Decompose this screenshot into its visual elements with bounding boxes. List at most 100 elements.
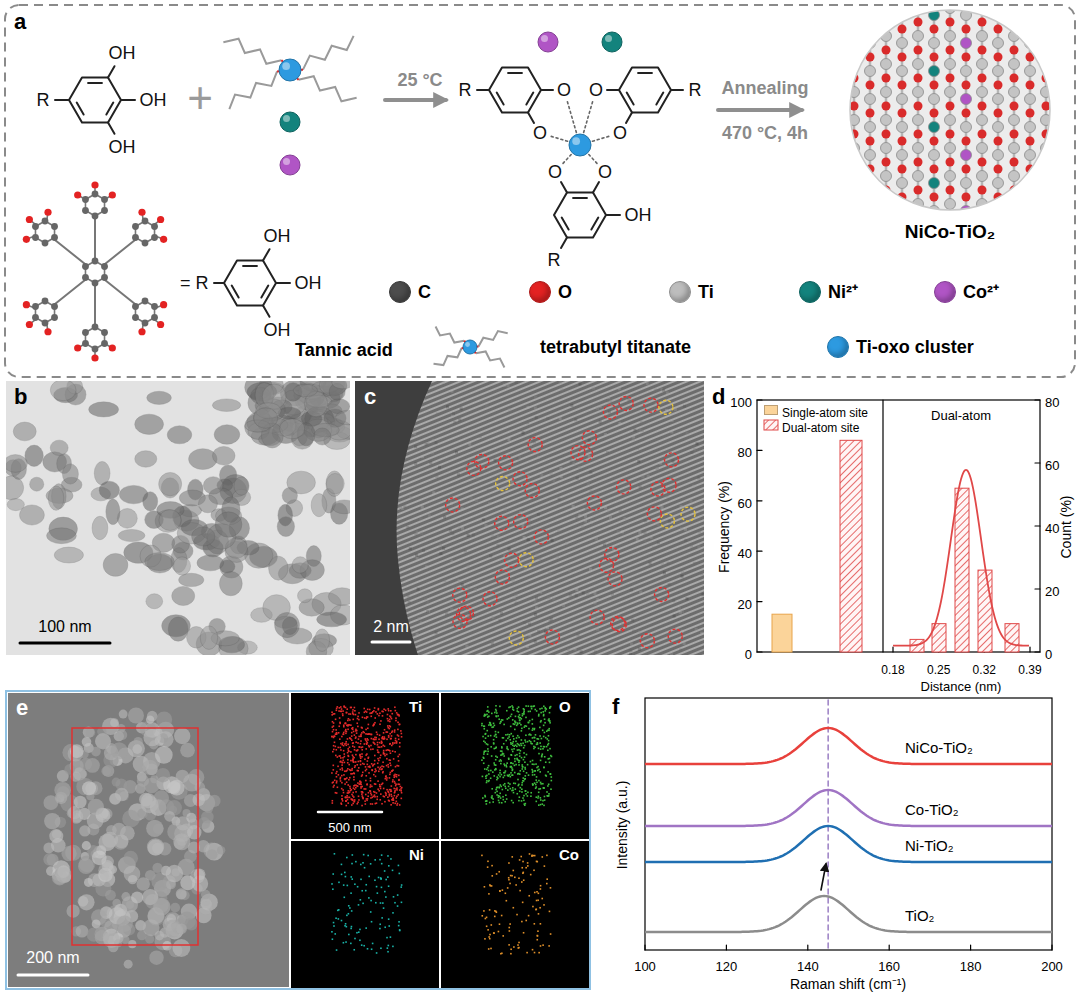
eds-dot xyxy=(337,756,339,758)
sem-grain xyxy=(172,939,190,957)
lattice-oxygen xyxy=(1026,81,1035,90)
image-noise xyxy=(435,631,438,634)
image-noise xyxy=(596,598,599,601)
sem-grain xyxy=(147,838,164,855)
tem-particles xyxy=(6,381,350,655)
eds-dot xyxy=(380,767,382,769)
eds-dot xyxy=(354,749,356,751)
image-noise xyxy=(700,632,703,635)
eds-dot xyxy=(361,805,363,807)
nanoparticle xyxy=(328,588,350,606)
sem-grain xyxy=(100,872,109,881)
image-noise xyxy=(461,527,464,530)
lattice-metal xyxy=(1025,38,1036,49)
eds-dot xyxy=(396,742,398,744)
single-bond xyxy=(214,282,224,284)
image-noise xyxy=(596,407,599,410)
sem-grain xyxy=(86,728,95,737)
image-noise xyxy=(421,506,424,509)
eds-dot xyxy=(389,715,391,717)
nanoparticle xyxy=(146,594,163,609)
image-noise xyxy=(672,460,675,463)
lattice-oxygen xyxy=(1010,214,1019,223)
image-noise xyxy=(512,579,515,582)
image-noise xyxy=(537,456,540,459)
image-noise xyxy=(534,613,537,616)
lattice-metal xyxy=(1041,87,1052,98)
eds-dot xyxy=(390,710,392,712)
eds-dot xyxy=(338,774,340,776)
eds-dot xyxy=(333,729,335,731)
sem-grain xyxy=(102,832,118,848)
eds-dot xyxy=(364,743,366,745)
eds-dot xyxy=(378,771,380,773)
ni-ion-shine xyxy=(283,115,290,122)
image-noise xyxy=(527,549,530,552)
eds-dot xyxy=(379,784,381,786)
oxygen-atom xyxy=(157,321,164,328)
image-noise xyxy=(584,519,587,522)
image-noise xyxy=(679,611,682,614)
sem-grain xyxy=(154,898,169,913)
lattice-oxygen xyxy=(882,130,891,139)
lattice-metal xyxy=(865,66,876,77)
eds-dot xyxy=(339,761,341,763)
eds-dot xyxy=(393,758,395,760)
image-noise xyxy=(458,418,461,421)
eds-dot xyxy=(379,723,381,725)
eds-dot xyxy=(357,718,359,720)
image-noise xyxy=(578,514,581,517)
lattice-oxygen xyxy=(930,53,939,62)
eds-dot xyxy=(365,794,367,796)
image-noise xyxy=(420,621,423,624)
nanoparticle xyxy=(48,486,64,510)
image-noise xyxy=(606,399,609,402)
image-noise xyxy=(581,525,584,528)
lattice-oxygen xyxy=(962,25,971,34)
image-noise xyxy=(562,604,565,607)
image-noise xyxy=(618,387,621,390)
eds-dot xyxy=(387,714,389,716)
sem-grain xyxy=(110,718,119,727)
image-noise xyxy=(485,404,488,407)
image-noise xyxy=(449,529,452,532)
eds-dot xyxy=(383,766,385,768)
sem-grain xyxy=(176,923,187,934)
eds-dot xyxy=(335,746,337,748)
eds-dot xyxy=(352,729,354,731)
eds-dot xyxy=(333,786,335,788)
eds-dot xyxy=(354,799,356,801)
image-noise xyxy=(574,418,577,421)
lattice-metal xyxy=(945,31,956,42)
eds-dot xyxy=(369,709,371,711)
eds-dot xyxy=(345,800,347,802)
image-noise xyxy=(647,475,650,478)
image-noise xyxy=(529,436,532,439)
dual-atom-marker xyxy=(662,478,676,492)
eds-dot xyxy=(399,804,401,806)
image-noise xyxy=(661,562,664,565)
tick-mark xyxy=(1035,525,1040,526)
eds-dot xyxy=(366,783,368,785)
lattice-oxygen xyxy=(914,158,923,167)
single-bond xyxy=(593,182,599,192)
nanoparticle xyxy=(159,472,182,495)
carbon-atom xyxy=(82,340,89,347)
lattice-metal xyxy=(961,150,972,161)
eds-dot xyxy=(354,746,356,748)
eds-dot xyxy=(370,715,372,717)
eds-dot xyxy=(360,743,362,745)
eds-dot xyxy=(400,798,402,800)
sem-grain xyxy=(132,744,142,754)
image-noise xyxy=(578,466,581,469)
eds-dot xyxy=(380,793,382,795)
sem-grain xyxy=(49,829,63,843)
sem-grain xyxy=(116,916,132,932)
sem-grain xyxy=(169,780,185,796)
eds-dot xyxy=(357,801,359,803)
panel-a xyxy=(5,0,1075,377)
image-noise xyxy=(632,630,635,633)
sem-grain xyxy=(152,863,162,873)
image-noise xyxy=(403,590,406,593)
sem-grain xyxy=(142,760,157,775)
